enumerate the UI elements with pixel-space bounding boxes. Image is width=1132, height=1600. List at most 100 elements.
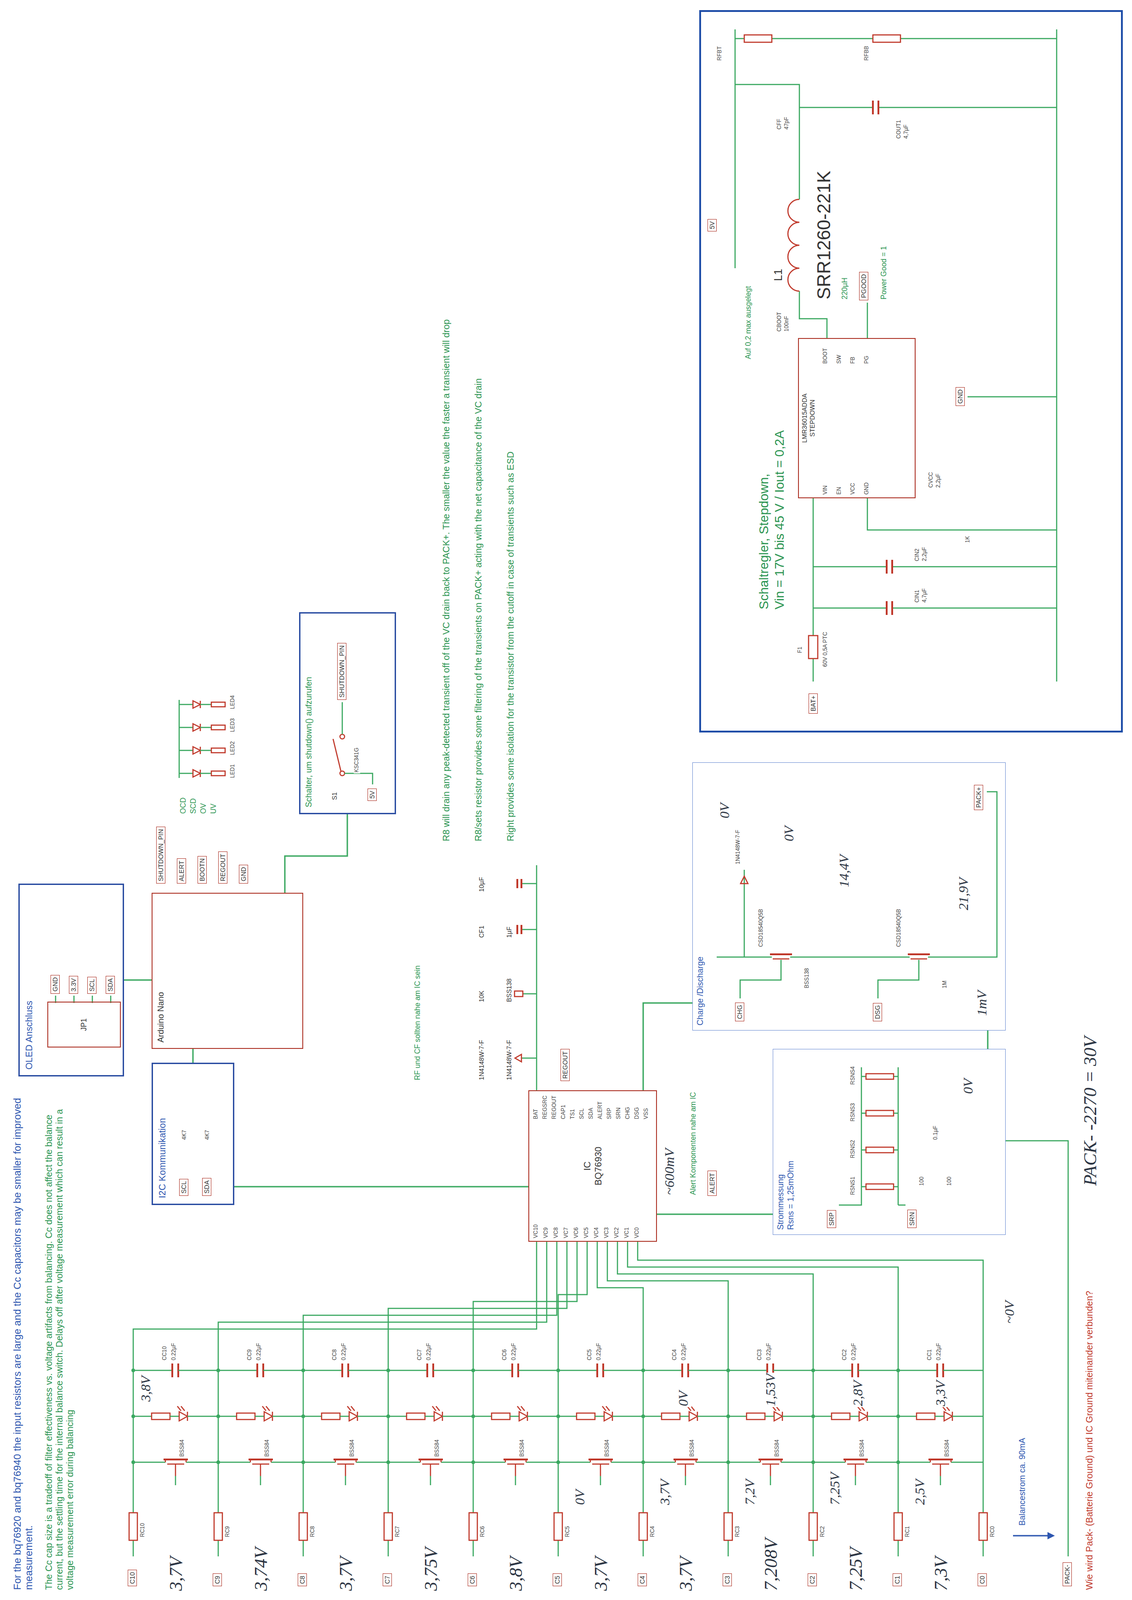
part-name: 0.22µF — [425, 1342, 433, 1362]
part-name: 4K7 — [204, 1129, 211, 1142]
part-name: 1µF — [505, 926, 513, 940]
part-name: RSNS3 — [849, 1102, 857, 1123]
handwritten-value: 3,7V — [335, 1556, 357, 1593]
handwritten-value: 1,53V — [762, 1373, 779, 1408]
net-label: C10 — [127, 1570, 137, 1587]
part-name: 0.22µF — [595, 1342, 603, 1362]
wire-connector — [234, 1186, 529, 1189]
cell-circuit — [384, 1343, 393, 1557]
note-text: RF und CF sollten nahe am IC sein — [413, 964, 422, 1082]
schematic-symbol — [871, 100, 874, 115]
node-text: Strommessung — [775, 1173, 787, 1232]
resistor-symbol — [808, 635, 818, 659]
node-text: Arduino Nano — [156, 991, 167, 1044]
net-label: GND — [238, 865, 249, 884]
part-name: VC8 — [553, 1227, 560, 1240]
part-name: RC0 — [989, 1525, 997, 1539]
wire — [716, 792, 997, 958]
cell-circuit — [809, 1343, 818, 1557]
node-text: BQ76930 — [592, 1146, 604, 1188]
part-name: BSS138 — [803, 967, 811, 990]
wire-connector — [656, 1214, 773, 1216]
part-name: BSS84 — [434, 1439, 441, 1459]
part-name: 4,7µF — [903, 123, 910, 140]
resistor-symbol — [211, 725, 226, 731]
wire — [867, 498, 1057, 531]
net-label: ALERT — [176, 858, 187, 884]
handwritten-value: 2,5V — [911, 1478, 929, 1507]
wire-connector — [192, 1049, 194, 1064]
wire — [861, 1076, 899, 1188]
part-name: RC4 — [649, 1525, 657, 1539]
part-name: 0.22µF — [170, 1342, 178, 1362]
wire — [866, 302, 869, 339]
cell-circuit — [639, 1343, 648, 1557]
cell-circuit — [216, 1364, 304, 1486]
node-text: Schaltregler, Stepdown, — [756, 472, 772, 611]
schematic-symbol — [192, 701, 201, 709]
wire — [898, 1196, 906, 1206]
part-name: VCC — [849, 482, 857, 496]
net-label: BOOTN — [197, 856, 207, 884]
wire — [813, 607, 1057, 610]
net-label: BAT+ — [808, 693, 818, 714]
schematic-symbol — [333, 739, 341, 772]
handwritten-value: 0V — [675, 1390, 692, 1408]
cell-circuit — [811, 1364, 899, 1486]
part-name: 0.22µF — [510, 1342, 518, 1362]
part-name: RC7 — [394, 1525, 402, 1539]
part-name: CF1 — [477, 925, 486, 940]
wire-connector — [124, 979, 152, 982]
node-text: STEPDOWN — [808, 398, 817, 438]
net-label: C2 — [807, 1573, 817, 1587]
part-name: BSS84 — [179, 1439, 186, 1459]
net-label: C8 — [297, 1573, 307, 1587]
part-name: VC4 — [593, 1227, 600, 1240]
wire — [734, 29, 736, 269]
net-label: PACK+ — [973, 785, 984, 811]
handwritten-value: 0V — [716, 802, 733, 820]
schematic-symbol — [520, 925, 523, 935]
wire — [597, 1242, 644, 1344]
wire — [637, 1242, 984, 1344]
wire — [740, 960, 782, 999]
part-name: VIN — [822, 484, 829, 496]
handwritten-value: 3,3V — [932, 1380, 949, 1408]
note-text: SCD — [189, 797, 198, 816]
part-name: 0.22µF — [680, 1342, 688, 1362]
wire — [522, 929, 537, 931]
cell-circuit — [979, 1343, 988, 1557]
handwritten-value: 3,74V — [250, 1547, 272, 1593]
part-name: 0.1µF — [932, 1125, 940, 1142]
cell-circuit — [724, 1343, 733, 1557]
net-label: C0 — [977, 1573, 987, 1587]
part-name: CBOOT — [776, 311, 783, 333]
part-name: 1K — [964, 535, 972, 544]
wire — [1056, 29, 1058, 682]
net-label: SHUTDOWN_PIN — [337, 643, 347, 701]
schematic-symbol — [740, 876, 748, 884]
cell-circuit — [131, 1364, 219, 1486]
wire — [1005, 1141, 1069, 1557]
part-name: BOOT — [822, 347, 829, 365]
wire — [861, 1067, 899, 1197]
wire — [521, 1058, 537, 1060]
part-name: RC9 — [224, 1525, 232, 1539]
handwritten-value: 2,8V — [849, 1380, 866, 1408]
handwritten-value: 1mV — [973, 990, 991, 1018]
net-label: PGOOD — [859, 271, 869, 301]
part-name: CHG — [624, 1106, 632, 1121]
handwritten-value: 0V — [571, 1489, 589, 1507]
module-box: Arduino Nano — [151, 893, 304, 1050]
part-name: CC6 — [501, 1348, 509, 1362]
part-name: VC0 — [633, 1227, 641, 1240]
part-name: RC3 — [734, 1525, 742, 1539]
cell-circuit — [641, 1364, 729, 1486]
part-name: 100 — [918, 1176, 926, 1188]
net-label: DSG — [872, 1003, 883, 1022]
part-name: VC7 — [563, 1227, 570, 1240]
net-label: SHUTDOWN_PIN — [156, 826, 166, 884]
part-name: BSS84 — [519, 1439, 526, 1459]
panel-box: Schalter, um shutdown() aufzurufen — [299, 612, 397, 815]
